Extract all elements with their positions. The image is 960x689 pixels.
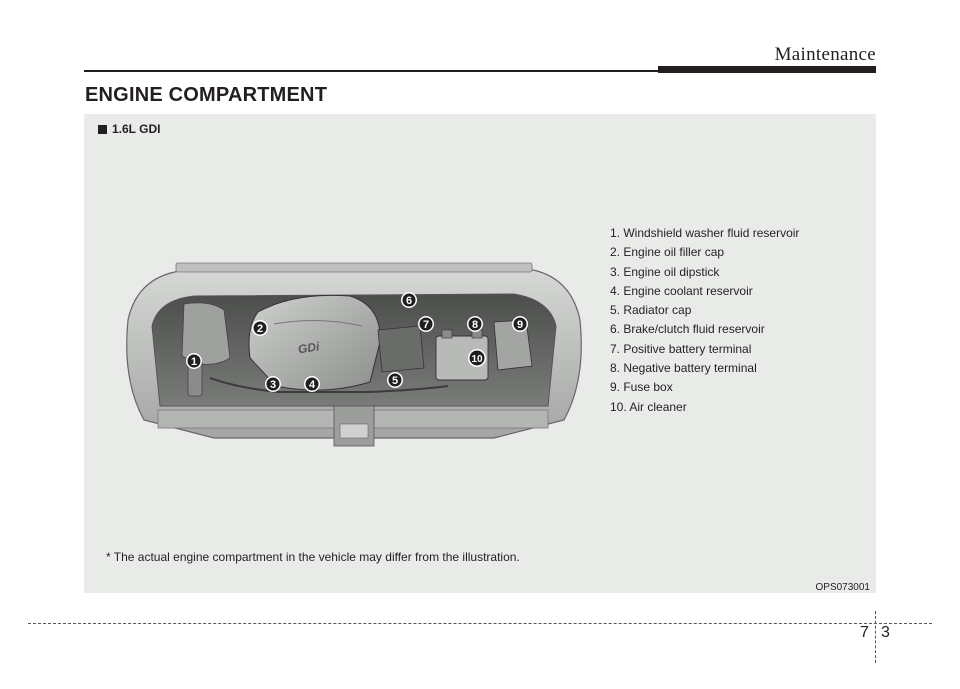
page-number: 3 bbox=[881, 624, 890, 641]
callout-8: 8 bbox=[467, 316, 483, 332]
figure-footnote: * The actual engine compartment in the v… bbox=[106, 550, 520, 564]
legend-item: 10. Air cleaner bbox=[610, 399, 687, 414]
legend-item: 8. Negative battery terminal bbox=[610, 361, 757, 376]
callout-6: 6 bbox=[401, 292, 417, 308]
chapter-number: 7 bbox=[860, 624, 869, 641]
legend-item: 1. Windshield washer fluid reservoir bbox=[610, 226, 800, 240]
section-title: ENGINE COMPARTMENT bbox=[85, 84, 328, 106]
callout-5-label: 5 bbox=[392, 375, 398, 387]
callout-10-label: 10 bbox=[471, 354, 483, 365]
callout-1: 1 bbox=[186, 353, 202, 369]
callout-6-label: 6 bbox=[406, 295, 412, 307]
callout-4-label: 4 bbox=[309, 379, 316, 391]
footer-divider bbox=[875, 611, 876, 663]
engine-parts: GDi bbox=[157, 294, 549, 447]
header-title: Maintenance bbox=[774, 44, 876, 65]
callout-7: 7 bbox=[418, 316, 434, 332]
callout-3-label: 3 bbox=[270, 379, 276, 391]
callout-10: 10 bbox=[468, 349, 486, 367]
legend-item: 6. Brake/clutch fluid reservoir bbox=[610, 322, 765, 337]
callout-2-label: 2 bbox=[257, 323, 263, 335]
bullet-square-icon bbox=[98, 124, 107, 134]
callout-7-label: 7 bbox=[423, 319, 429, 331]
callout-5: 5 bbox=[387, 372, 403, 388]
callout-3: 3 bbox=[265, 376, 281, 392]
legend-item: 9. Fuse box bbox=[610, 380, 673, 395]
legend-item: 5. Radiator cap bbox=[610, 303, 692, 318]
legend-item: 7. Positive battery terminal bbox=[610, 341, 752, 356]
legend-item: 3. Engine oil dipstick bbox=[610, 264, 720, 279]
engine-cover-logo: GDi bbox=[297, 339, 321, 356]
callout-9: 9 bbox=[512, 316, 528, 332]
legend-item: 4. Engine coolant reservoir bbox=[610, 283, 753, 298]
header-rule-thin bbox=[84, 70, 676, 72]
callout-9-label: 9 bbox=[517, 319, 523, 331]
figure-code: OPS073001 bbox=[815, 582, 871, 593]
callout-2: 2 bbox=[252, 320, 268, 336]
callout-labels: 1 2 3 4 5 6 7 8 9 10 bbox=[186, 292, 528, 392]
footer-dashed-rule bbox=[28, 623, 932, 624]
engine-illustration: GDi 1 2 3 4 5 6 7 8 9 10 bbox=[126, 262, 582, 447]
callout-1-label: 1 bbox=[191, 356, 197, 368]
parts-legend: 1. Windshield washer fluid reservoir 2. … bbox=[610, 224, 799, 417]
callout-8-label: 8 bbox=[472, 319, 478, 331]
variant-label: 1.6L GDI bbox=[112, 122, 161, 136]
figure-variant: 1.6L GDI bbox=[98, 122, 160, 136]
legend-item: 2. Engine oil filler cap bbox=[610, 245, 725, 260]
figure-panel: 1.6L GDI GDi bbox=[84, 114, 876, 593]
header-rule-thick bbox=[658, 66, 876, 73]
callout-4: 4 bbox=[304, 376, 320, 392]
